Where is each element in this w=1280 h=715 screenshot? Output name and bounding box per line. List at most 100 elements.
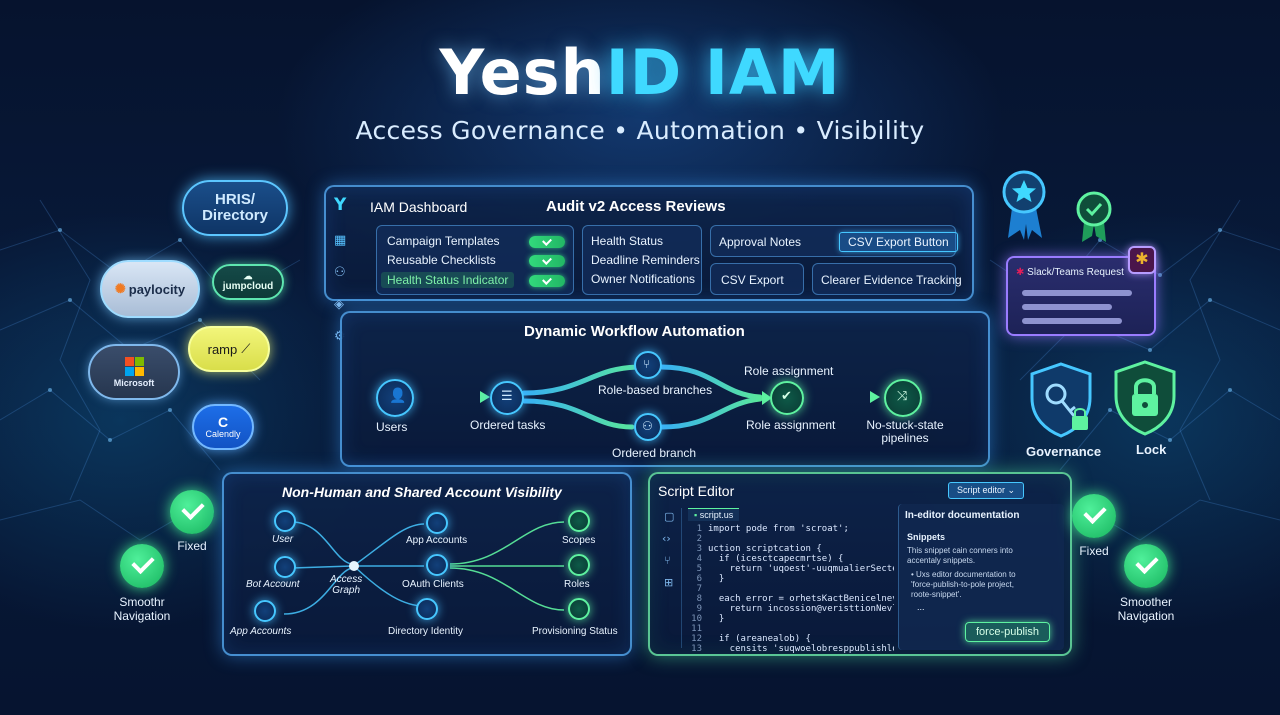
feature-deadline-reminders[interactable]: Deadline Reminders xyxy=(591,253,700,267)
nh-mid-app: App Accounts xyxy=(406,535,468,546)
nh-right-scopes: Scopes xyxy=(562,535,596,546)
line-numbers: 1 2 3 4 5 6 7 8 9 10 11 12 13 xyxy=(684,524,702,654)
ordered-tasks-node-icon[interactable]: ☰ xyxy=(490,381,524,415)
jumpcloud-cloud[interactable]: ☁ jumpcloud xyxy=(212,264,284,300)
audit-title: Audit v2 Access Reviews xyxy=(546,198,726,215)
nh-left-bot: Bot Account xyxy=(246,579,300,590)
doc-snippets: Snippets xyxy=(907,532,946,542)
jumpcloud-logo-icon: ☁ xyxy=(243,271,253,281)
paylocity-label: paylocity xyxy=(128,281,186,297)
no-stuck-node-icon[interactable]: ⤨ xyxy=(884,379,922,417)
script-editor-panel: Script Editor Script editor ⌄ ▢ ‹› ⑂ ⊞ ▪… xyxy=(648,472,1072,656)
dashboard-title: IAM Dashboard xyxy=(370,199,468,215)
role-assignment-label: Role assignment xyxy=(746,418,836,432)
feature-health-status-indicator[interactable]: Health Status Indicator xyxy=(381,272,515,288)
code-line: uction scriptcation { xyxy=(708,544,822,554)
code-line: if (icesctcapecmrtse) { xyxy=(708,554,844,564)
branch-icon[interactable]: ⑂ xyxy=(664,554,671,567)
nh-left-app: App Accounts xyxy=(230,626,292,637)
reusable-checklists-check-icon xyxy=(529,255,565,267)
provisioning-node-icon[interactable] xyxy=(568,598,590,620)
paylocity-cloud[interactable]: ✺ paylocity xyxy=(100,260,200,318)
hero-title-white: Yesh xyxy=(439,36,606,109)
code-icon[interactable]: ‹› xyxy=(662,532,671,545)
role-assignment-top-label: Role assignment xyxy=(744,364,834,378)
feature-health-status[interactable]: Health Status xyxy=(591,234,664,248)
line-number: 6 xyxy=(696,574,702,584)
hero-title-cyan: ID IAM xyxy=(605,36,841,109)
grid-icon[interactable]: ▦ xyxy=(334,233,347,248)
feature-campaign-templates[interactable]: Campaign Templates xyxy=(387,234,500,248)
code-line xyxy=(708,534,894,544)
code-area[interactable]: import pode from 'scroat'; uction script… xyxy=(708,524,894,654)
gear-icon[interactable]: ⚙ xyxy=(334,329,346,344)
extensions-icon[interactable]: ⊞ xyxy=(664,576,674,589)
line-number: 9 xyxy=(696,604,702,614)
files-icon[interactable]: ▢ xyxy=(664,510,675,523)
nh-mid-directory: Directory Identity xyxy=(388,626,464,637)
script-editor-dropdown[interactable]: Script editor ⌄ xyxy=(948,482,1025,499)
roles-node-icon[interactable] xyxy=(568,554,590,576)
force-publish-button[interactable]: force-publish xyxy=(965,622,1050,642)
lock-label: Lock xyxy=(1136,442,1167,457)
calendly-cloud[interactable]: C Calendly xyxy=(192,404,254,450)
fixed-check-icon xyxy=(170,490,214,534)
role-assignment-node-icon[interactable]: ✔ xyxy=(770,381,804,415)
directory-identity-node-icon[interactable] xyxy=(416,598,438,620)
app-accounts-node-icon[interactable] xyxy=(426,512,448,534)
code-line xyxy=(708,624,894,634)
csv-export-button[interactable]: CSV Export Button xyxy=(839,232,958,252)
hero-title: YeshID IAM xyxy=(0,36,1280,109)
smooth-nav-check-icon xyxy=(120,544,164,588)
smooth-nav-check-icon-right xyxy=(1124,544,1168,588)
line-number: 2 xyxy=(696,534,702,544)
csv-export-label: CSV Export xyxy=(721,273,784,287)
doc-bullet: • Uxs editor documentation to 'force-pub… xyxy=(911,570,1016,599)
fixed-check-icon-right xyxy=(1072,494,1116,538)
app-accounts-left-node-icon[interactable] xyxy=(254,600,276,622)
oauth-clients-node-icon[interactable] xyxy=(426,554,448,576)
iam-dashboard-panel: Y ▦ ⚇ ◈ ⚙ IAM Dashboard Audit v2 Access … xyxy=(324,185,974,344)
workflow-arrows xyxy=(409,364,880,430)
ordered-branch-node-icon[interactable]: ⚇ xyxy=(634,413,662,441)
yesh-logo-icon: Y xyxy=(334,195,347,215)
features-col2-box: Health Status Deadline Reminders Owner N… xyxy=(582,225,702,295)
hris-directory-cloud[interactable]: HRIS/ Directory xyxy=(182,180,288,236)
line-number: 13 xyxy=(691,644,702,654)
role-branches-label: Role-based branches xyxy=(598,383,713,397)
line-number: 4 xyxy=(696,554,702,564)
nonhuman-panel: Non-Human and Shared Account Visibility … xyxy=(222,472,632,656)
users-node-icon[interactable]: 👤 xyxy=(376,379,414,417)
fixed-label-right: Fixed xyxy=(1079,544,1109,558)
scopes-node-icon[interactable] xyxy=(568,510,590,532)
ordered-branch-label: Ordered branch xyxy=(612,446,697,460)
line-number: 11 xyxy=(691,624,702,634)
layers-icon[interactable]: ◈ xyxy=(334,297,344,312)
bot-account-node-icon[interactable] xyxy=(274,556,296,578)
line-number: 1 xyxy=(696,524,702,534)
workflow-users-label: Users xyxy=(376,420,408,434)
evidence-tracking-label: Clearer Evidence Tracking xyxy=(821,273,962,287)
governance-label: Governance xyxy=(1026,444,1102,459)
feature-owner-notifications[interactable]: Owner Notifications xyxy=(591,272,696,286)
approval-notes-label: Approval Notes xyxy=(719,235,802,249)
line-number: 5 xyxy=(696,564,702,574)
microsoft-cloud[interactable]: Microsoft xyxy=(88,344,180,400)
csv-export-box[interactable]: CSV Export xyxy=(710,263,804,295)
users-icon[interactable]: ⚇ xyxy=(334,265,346,280)
health-status-check-icon xyxy=(529,275,565,287)
slack-teams-label: Slack/Teams Request xyxy=(1027,267,1124,278)
code-line: } xyxy=(708,574,725,584)
microsoft-label: Microsoft xyxy=(113,377,155,388)
smooth-nav-label-left: Smoothr Navigation xyxy=(113,595,171,623)
feature-reusable-checklists[interactable]: Reusable Checklists xyxy=(387,253,496,267)
evidence-tracking-box[interactable]: Clearer Evidence Tracking xyxy=(812,263,962,295)
code-line: each error = orhetsKactBenicelnevanst) { xyxy=(718,594,894,604)
code-line: censits 'suqwoelobresppublishlov.compi')… xyxy=(729,644,894,654)
doc-panel: In-editor documentation Snippets This sn… xyxy=(898,504,1064,650)
star-ribbon-icon xyxy=(1000,168,1048,240)
role-branches-node-icon[interactable]: ⑂ xyxy=(634,351,662,379)
user-node-icon[interactable] xyxy=(274,510,296,532)
editor-tab[interactable]: ▪ script.us xyxy=(688,508,740,521)
ramp-cloud[interactable]: ramp ⟋ xyxy=(188,326,270,372)
